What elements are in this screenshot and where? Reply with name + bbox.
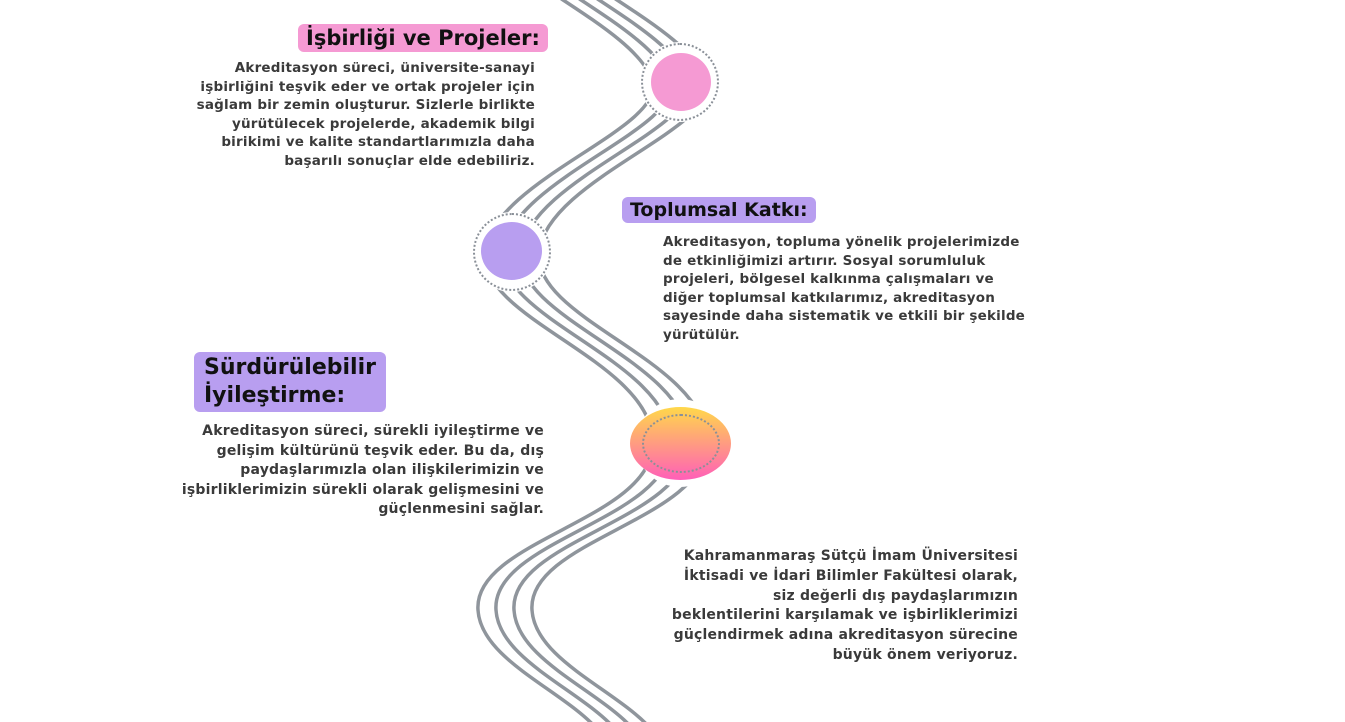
section-title-surdurulebilir: Sürdürülebilir İyileştirme: [194, 352, 386, 412]
timeline-node-ring [641, 43, 719, 121]
section-title-toplumsal: Toplumsal Katkı: [622, 197, 816, 223]
timeline-node-ring [473, 213, 551, 291]
timeline-node-ring [642, 414, 720, 473]
timeline-node-purple [481, 222, 542, 280]
title-line-1: Sürdürülebilir [204, 355, 376, 380]
section-title-isbirligi: İşbirliği ve Projeler: [298, 24, 548, 52]
section-body-surdurulebilir: Akreditasyon süreci, sürekli iyileştirme… [181, 423, 544, 517]
timeline-node-pink [651, 53, 711, 111]
closing-statement: Kahramanmaraş Sütçü İmam Üniversitesi İk… [671, 548, 1018, 663]
section-body-toplumsal: Akreditasyon, topluma yönelik projelerim… [663, 234, 1026, 343]
section-body-isbirligi: Akreditasyon süreci, üniversite-sanayi i… [196, 60, 535, 169]
title-line-2: İyileştirme: [204, 383, 346, 408]
